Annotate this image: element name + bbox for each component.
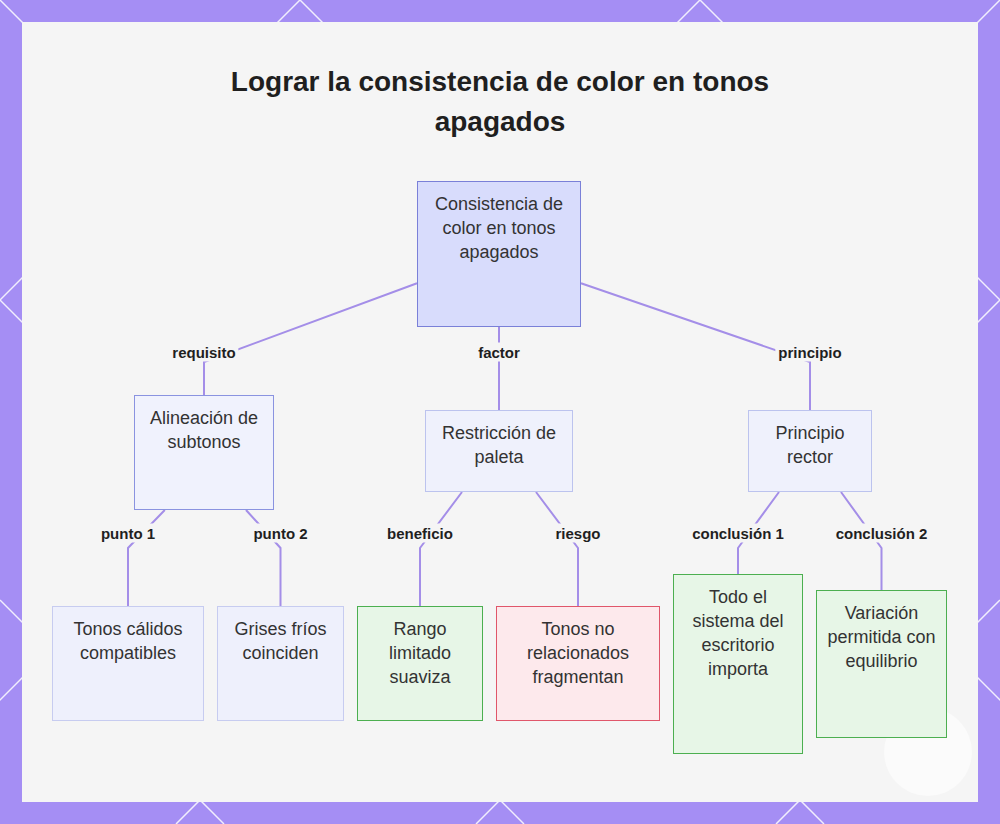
- node-label: Grises fríos coinciden: [226, 617, 335, 665]
- node-label: Variación permitida con equilibrio: [825, 601, 938, 673]
- connector-label: factor: [475, 343, 523, 362]
- connector-label: punto 2: [250, 524, 310, 543]
- node-label: Rango limitado suaviza: [366, 617, 474, 689]
- node-label: Consistencia de color en tonos apagados: [426, 192, 572, 264]
- connector-label: punto 1: [98, 524, 158, 543]
- diagram-title: Lograr la consistencia de color en tonos…: [220, 62, 780, 142]
- connector-label: requisito: [169, 343, 238, 362]
- concept-box: Restricción de paleta: [425, 410, 573, 492]
- node-label: Restricción de paleta: [434, 421, 564, 469]
- concept-box: Grises fríos coinciden: [217, 606, 344, 721]
- content-panel: [22, 22, 978, 802]
- concept-box: Tonos no relacionados fragmentan: [496, 606, 660, 721]
- concept-box: Todo el sistema del escritorio importa: [673, 574, 803, 754]
- connector-label: principio: [775, 343, 844, 362]
- connector-line: [420, 492, 462, 606]
- node-label: Tonos no relacionados fragmentan: [505, 617, 651, 689]
- connector-line: [498, 327, 500, 410]
- connector-label: riesgo: [552, 524, 603, 543]
- concept-box: Consistencia de color en tonos apagados: [417, 181, 581, 327]
- concept-box: Rango limitado suaviza: [357, 606, 483, 721]
- concept-box: Principio rector: [748, 410, 872, 492]
- concept-box: Variación permitida con equilibrio: [816, 590, 947, 738]
- node-label: Principio rector: [757, 421, 863, 469]
- connector-line: [204, 283, 417, 395]
- connector-label: conclusión 2: [833, 524, 931, 543]
- concept-box: Tonos cálidos compatibles: [52, 606, 204, 721]
- node-label: Alineación de subtonos: [143, 406, 265, 454]
- concept-box: Alineación de subtonos: [134, 395, 274, 510]
- connector-label: conclusión 1: [689, 524, 787, 543]
- node-label: Tonos cálidos compatibles: [61, 617, 195, 665]
- connector-label: beneficio: [384, 524, 456, 543]
- node-label: Todo el sistema del escritorio importa: [682, 585, 794, 681]
- connector-line: [536, 492, 578, 606]
